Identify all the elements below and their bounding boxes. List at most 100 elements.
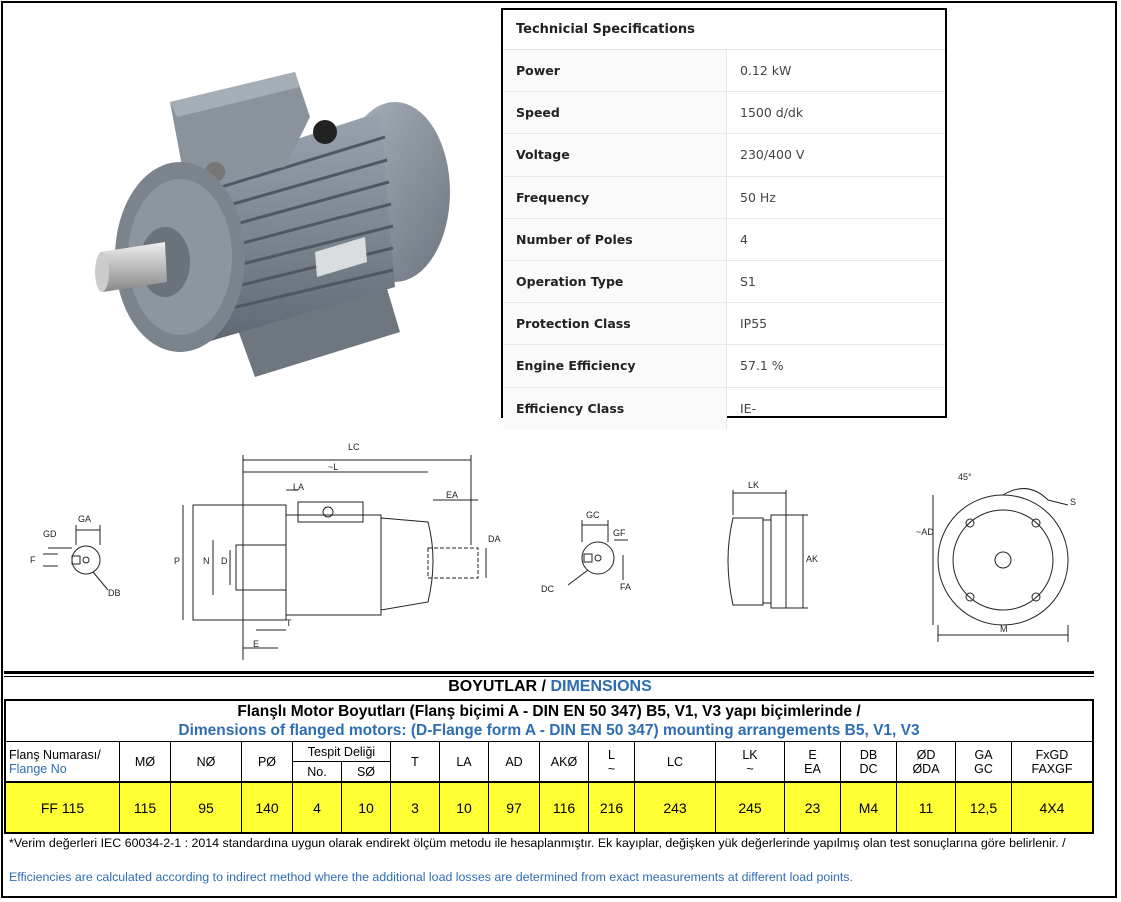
heading-sep: / <box>537 678 551 695</box>
label-s: S <box>1070 497 1076 507</box>
spec-value: 50 Hz <box>740 189 776 205</box>
spec-row-frequency: Frequency 50 Hz <box>503 176 945 219</box>
spec-value: IP55 <box>740 316 768 332</box>
divider-thick <box>4 671 1094 674</box>
specifications-table: Technicial Specifications Power 0.12 kW S… <box>501 8 947 429</box>
label-gd: GD <box>43 529 57 539</box>
val-t: 3 <box>390 781 440 834</box>
spec-label: Protection Class <box>503 303 727 345</box>
val-ad: 97 <box>488 781 540 834</box>
spec-value: 0.12 kW <box>740 63 792 79</box>
val-lk: 245 <box>715 781 785 834</box>
label-gc: GC <box>586 510 600 520</box>
spec-row-poles: Number of Poles 4 <box>503 218 945 261</box>
label-la: LA <box>293 482 304 492</box>
spec-label: Number of Poles <box>503 218 727 260</box>
spec-label: Operation Type <box>503 260 727 303</box>
val-la: 10 <box>439 781 489 834</box>
technical-drawings: GA GD F DB LC ~L LA EA DA P N D T E <box>30 442 1076 660</box>
label-e: E <box>253 639 259 649</box>
motor-image <box>95 72 450 377</box>
shaft-end-view: GA GD F DB <box>30 514 121 598</box>
divider-thin <box>4 676 1094 677</box>
shaft-end-view-2: GC GF DC FA <box>541 510 631 594</box>
label-p: P <box>174 556 180 566</box>
table-row: FF 115 115 95 140 4 10 3 10 97 116 216 2… <box>4 781 1094 834</box>
label-dc: DC <box>541 584 554 594</box>
front-view: ~AD 45° S M <box>916 472 1076 642</box>
val-po: 140 <box>241 781 293 834</box>
spec-label: Frequency <box>503 176 727 218</box>
val-db: M4 <box>840 781 897 834</box>
col-flange-no: Flanş Numarası/Flange No <box>4 741 120 783</box>
label-fa: FA <box>620 582 631 592</box>
specifications-title: Technicial Specifications <box>503 10 945 50</box>
label-da: DA <box>488 534 501 544</box>
label-gf: GF <box>613 528 626 538</box>
table-subtitle: Flanşlı Motor Boyutları (Flanş biçimi A … <box>4 699 1094 742</box>
col-ad: AD <box>488 741 540 783</box>
spec-value: 1500 d/dk <box>740 105 804 121</box>
label-t: T <box>286 618 292 628</box>
col-po: PØ <box>241 741 293 783</box>
dimensions-heading: BOYUTLAR / DIMENSIONS <box>0 678 1100 696</box>
efficiency-note-en: Efficiencies are calculated according to… <box>9 870 853 884</box>
heading-tr: BOYUTLAR <box>448 678 538 695</box>
val-lc: 243 <box>634 781 716 834</box>
spec-row-speed: Speed 1500 d/dk <box>503 92 945 135</box>
label-f: F <box>30 555 36 565</box>
label-ea: EA <box>446 490 458 500</box>
col-l: L~ <box>588 741 635 783</box>
label-db: DB <box>108 588 121 598</box>
label-ga: GA <box>78 514 91 524</box>
spec-label: Power <box>503 50 727 92</box>
val-od: 11 <box>896 781 956 834</box>
spec-label: Efficiency Class <box>503 387 727 429</box>
col-t: T <box>390 741 440 783</box>
col-ako: AKØ <box>539 741 589 783</box>
spec-label: Engine Efficiency <box>503 345 727 387</box>
col-la: LA <box>439 741 489 783</box>
col-hole-no: No. <box>292 761 342 783</box>
col-lc: LC <box>634 741 716 783</box>
val-so: 10 <box>341 781 391 834</box>
col-tespit-deligi: Tespit Deliği <box>292 741 391 762</box>
flange-side-view: LK AK <box>727 480 818 609</box>
label-m: M <box>1000 624 1008 634</box>
spec-row-protection-class: Protection Class IP55 <box>503 303 945 346</box>
spec-label: Voltage <box>503 134 727 176</box>
spec-row-operation-type: Operation Type S1 <box>503 260 945 304</box>
spec-label: Speed <box>503 92 727 134</box>
label-lk: LK <box>748 480 759 490</box>
spec-value: 57.1 % <box>740 358 784 374</box>
spec-value: 4 <box>740 231 748 247</box>
val-e: 23 <box>784 781 841 834</box>
spec-row-engine-efficiency: Engine Efficiency 57.1 % <box>503 345 945 388</box>
label-ak: AK <box>806 554 818 564</box>
val-l: 216 <box>588 781 635 834</box>
val-fx: 4X4 <box>1011 781 1094 834</box>
val-ako: 116 <box>539 781 589 834</box>
spec-value: S1 <box>740 274 756 290</box>
val-hole-no: 4 <box>292 781 342 834</box>
label-ad: ~AD <box>916 527 934 537</box>
val-mo: 115 <box>119 781 171 834</box>
label-l: ~L <box>328 462 338 472</box>
efficiency-note-tr: *Verim değerleri IEC 60034-2-1 : 2014 st… <box>9 836 1066 850</box>
label-45-degrees: 45° <box>958 472 972 482</box>
col-lk: LK~ <box>715 741 785 783</box>
val-ga: 12,5 <box>955 781 1012 834</box>
col-so: SØ <box>341 761 391 783</box>
heading-en: DIMENSIONS <box>550 678 652 695</box>
label-lc: LC <box>348 442 360 452</box>
label-d: D <box>221 556 228 566</box>
spec-row-power: Power 0.12 kW <box>503 50 945 93</box>
dimensions-table: Flanşlı Motor Boyutları (Flanş biçimi A … <box>4 699 1094 834</box>
